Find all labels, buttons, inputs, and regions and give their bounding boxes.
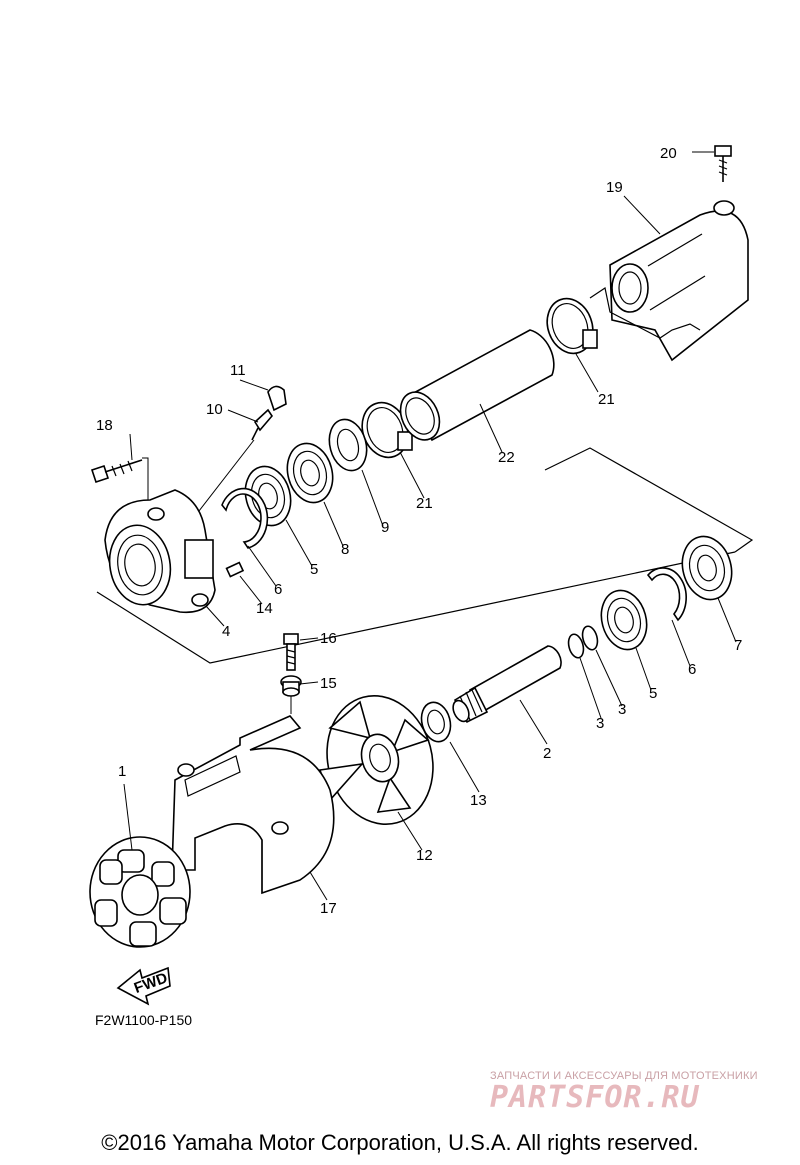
callout-16: 16 <box>320 630 337 647</box>
callout-4: 4 <box>222 623 230 640</box>
part-14-pin <box>225 561 245 578</box>
callout-20: 20 <box>660 145 677 162</box>
callout-21-lower: 21 <box>416 495 433 512</box>
housing-group-outline-lower <box>96 551 736 664</box>
callout-6-upper: 6 <box>274 581 282 598</box>
callout-6-lower: 6 <box>688 661 696 678</box>
part-21-clamp-upper <box>546 297 598 355</box>
callout-18: 18 <box>96 417 113 434</box>
part-9-seal <box>328 418 368 472</box>
callout-10: 10 <box>206 401 223 418</box>
callout-14: 14 <box>256 600 273 617</box>
fwd-arrow: FWD <box>116 966 171 1006</box>
part-6-circlip-upper <box>221 487 269 549</box>
callout-15: 15 <box>320 675 337 692</box>
part-3-o-ring-a <box>581 625 599 651</box>
part-7-bearing <box>681 535 733 601</box>
part-3-o-ring-b <box>567 633 585 659</box>
part-6-circlip-lower <box>646 567 687 622</box>
callout-8: 8 <box>341 541 349 558</box>
drawing-code: F2W1100-P150 <box>95 1012 193 1028</box>
callout-labels: 1 2 3 3 4 5 5 6 6 7 8 9 10 11 12 13 14 1… <box>96 145 742 917</box>
watermark-tagline: ЗАПЧАСТИ И АКСЕССУАРЫ ДЛЯ МОТОТЕХНИКИ <box>490 1070 758 1082</box>
callout-17: 17 <box>320 900 337 917</box>
copyright-notice: ©2016 Yamaha Motor Corporation, U.S.A. A… <box>101 1130 699 1155</box>
part-1-damper <box>89 836 191 948</box>
callout-5-lower: 5 <box>649 685 657 702</box>
callout-22: 22 <box>498 449 515 466</box>
watermark: ЗАПЧАСТИ И АКСЕССУАРЫ ДЛЯ МОТОТЕХНИКИ PA… <box>490 1070 790 1115</box>
callout-3-a: 3 <box>596 715 604 732</box>
part-19-nozzle <box>589 200 749 362</box>
part-11-cap <box>267 385 287 412</box>
part-5-bearing-lower <box>600 589 648 651</box>
housing-group-outline <box>544 447 754 553</box>
callout-12: 12 <box>416 847 433 864</box>
part-10-grease-nipple <box>251 408 274 441</box>
callout-5-upper: 5 <box>310 561 318 578</box>
callout-7: 7 <box>734 637 742 654</box>
part-18-bolt <box>90 459 143 484</box>
exploded-parts-diagram: FWD 1 2 3 3 4 5 5 <box>89 145 754 1006</box>
part-8-bearing <box>286 442 334 504</box>
callout-3-b: 3 <box>618 701 626 718</box>
callout-1: 1 <box>118 763 126 780</box>
callout-19: 19 <box>606 179 623 196</box>
part-4-housing <box>104 489 216 614</box>
watermark-brand: PARTSFOR.RU <box>490 1080 700 1115</box>
callout-2: 2 <box>543 745 551 762</box>
part-15-collar <box>280 675 302 697</box>
part-12-impeller <box>318 694 434 826</box>
leader-10 <box>191 439 255 521</box>
part-22-tube <box>399 329 555 442</box>
callout-11: 11 <box>230 362 246 379</box>
callout-13: 13 <box>470 792 487 809</box>
part-2-shaft <box>452 645 562 724</box>
callout-9: 9 <box>381 519 389 536</box>
part-20-bolt <box>714 145 732 182</box>
part-13-collar <box>420 701 452 743</box>
callout-21-upper: 21 <box>598 391 615 408</box>
leader-lines <box>123 151 737 901</box>
leader-18 <box>142 457 149 512</box>
part-17-liner <box>171 715 335 895</box>
part-16-bolt <box>283 633 299 671</box>
